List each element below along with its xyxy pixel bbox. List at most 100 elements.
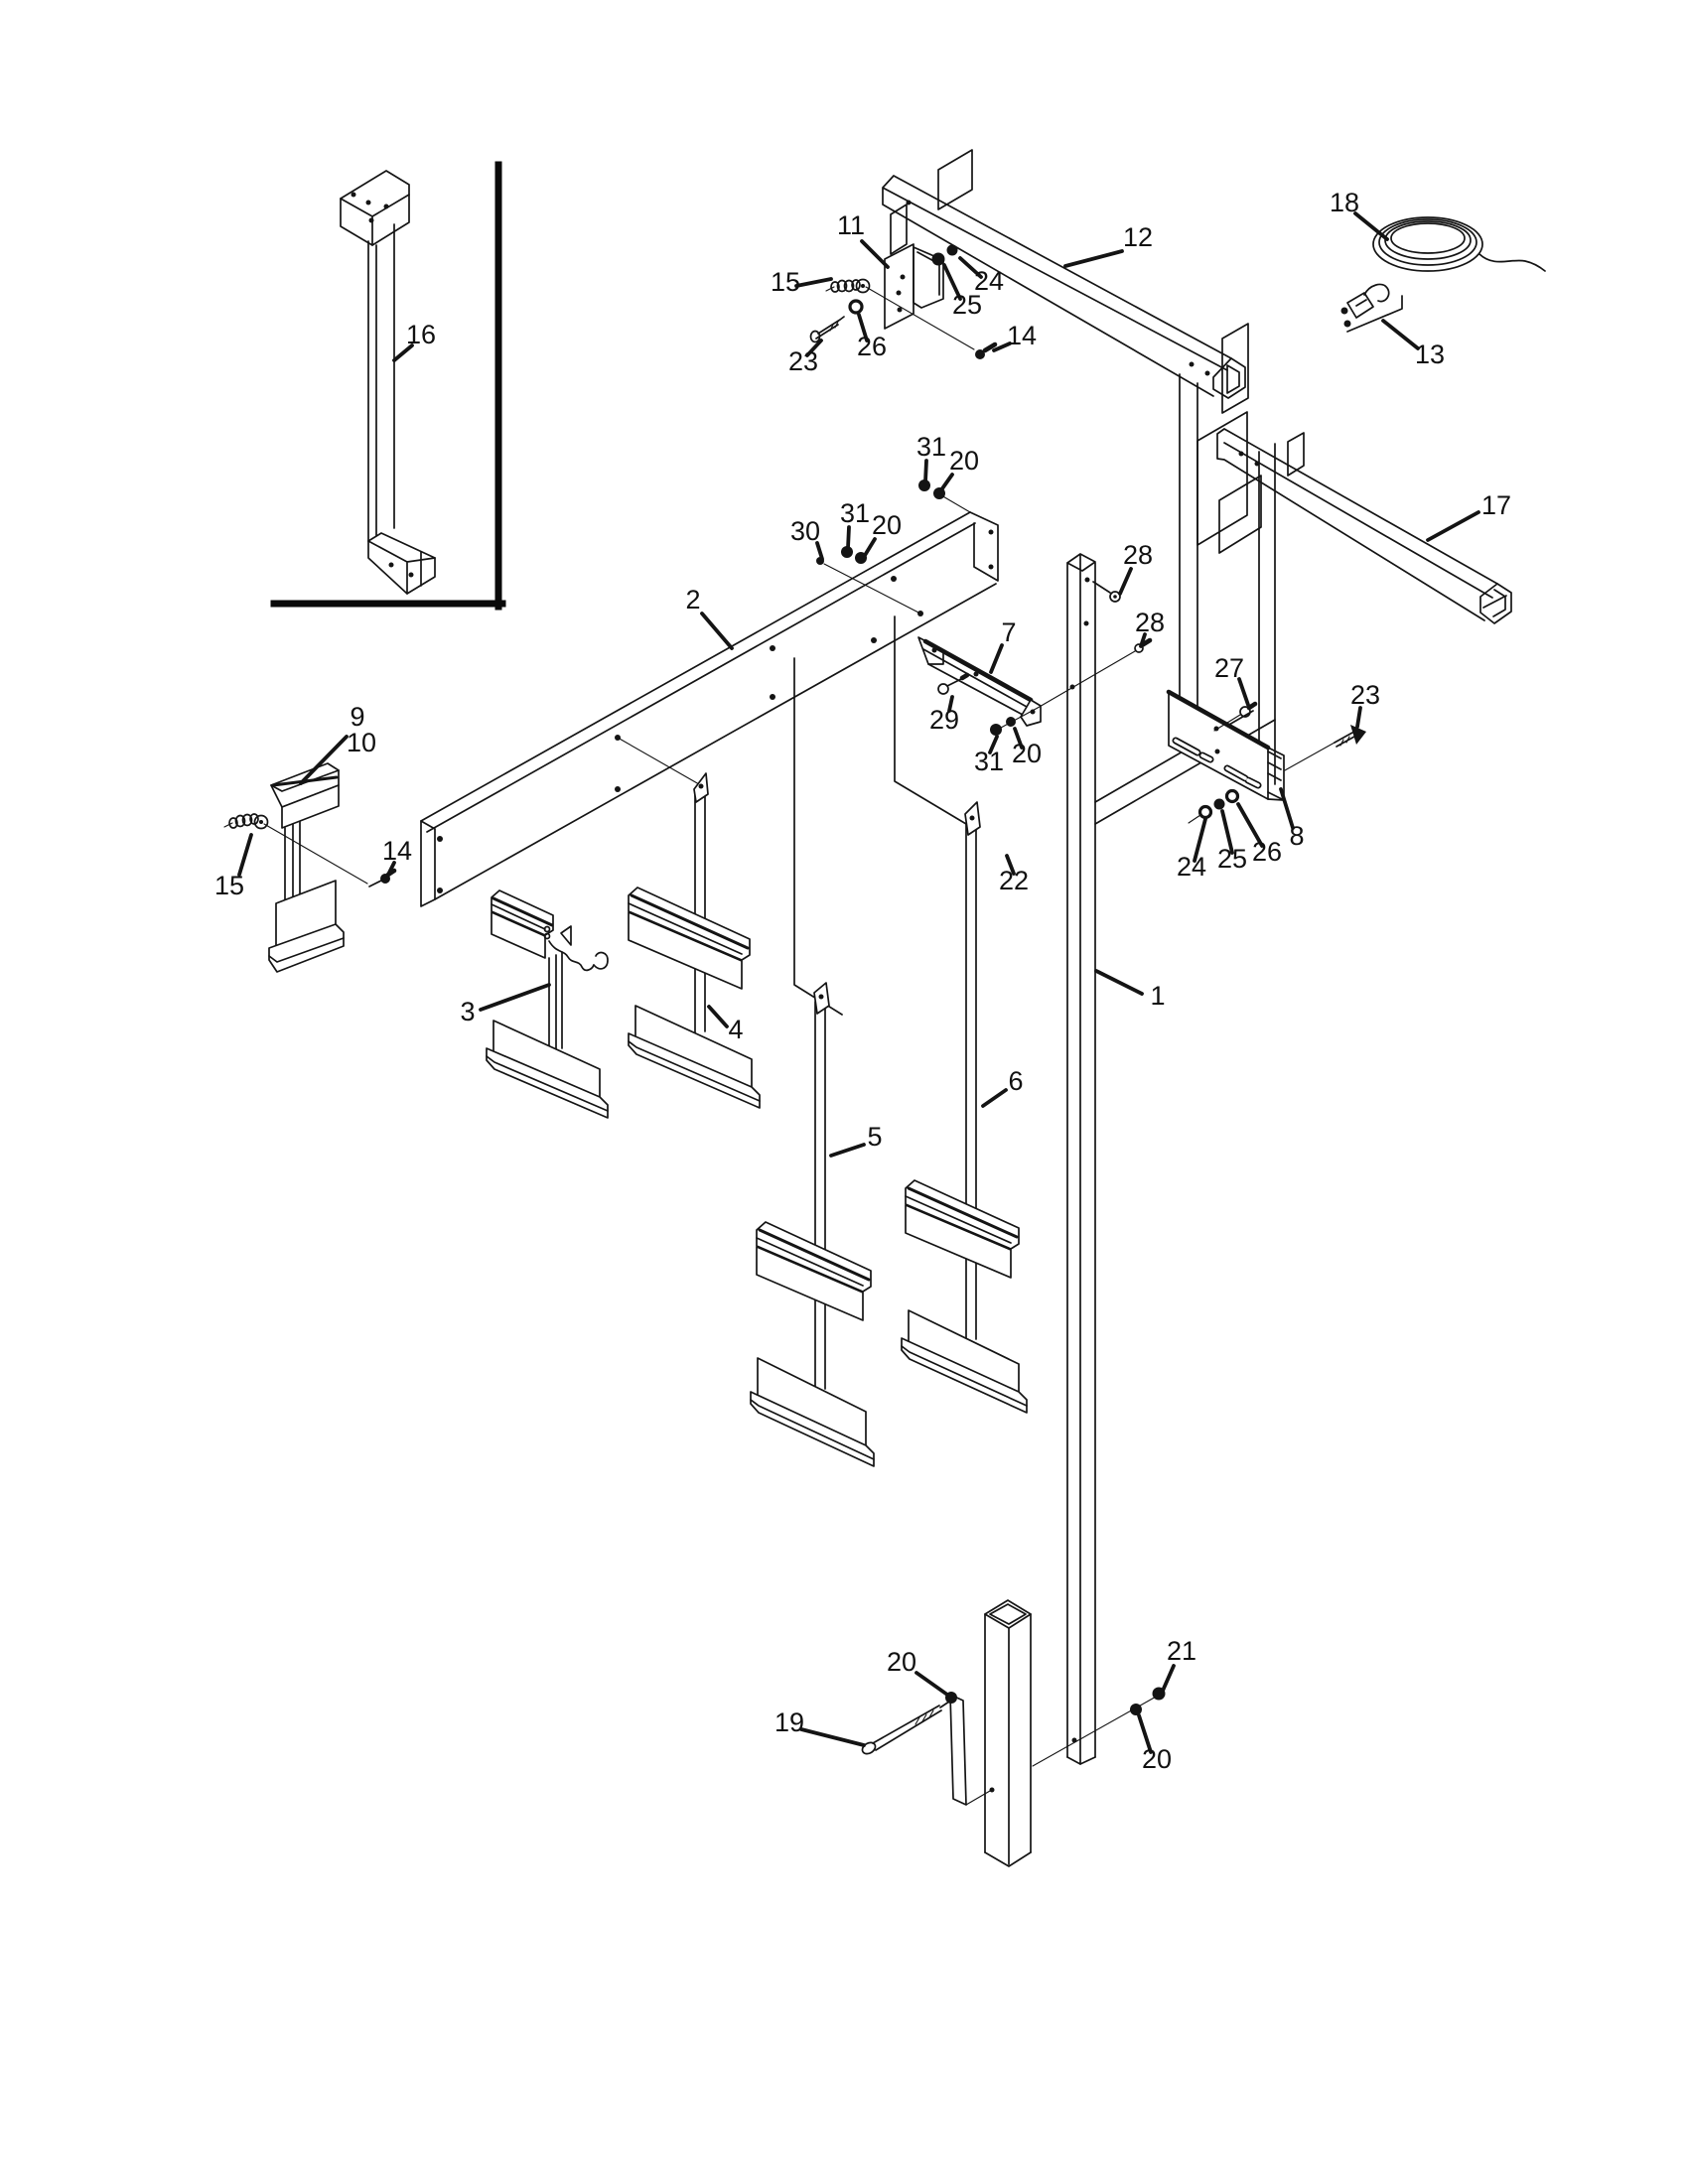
callout-leader-25 [942, 263, 962, 301]
callout-label-31: 31 [840, 498, 870, 528]
callout-leader-28 [1118, 567, 1133, 596]
bolt-24-top-icon [946, 244, 958, 256]
callout-label-24: 24 [974, 266, 1004, 296]
callout-label-10: 10 [347, 728, 376, 757]
screw-14-top-icon [865, 286, 998, 359]
callout-label-5: 5 [867, 1122, 882, 1152]
callout-leader-23 [1355, 706, 1362, 729]
bolts-31-20-mid-icon [990, 650, 1136, 736]
hanger-5 [750, 1221, 875, 1467]
post-1 [1066, 553, 1096, 1765]
callout-label-20: 20 [949, 446, 979, 476]
callout-leader-26 [857, 313, 869, 342]
callout-label-28: 28 [1123, 540, 1153, 570]
callout-label-14: 14 [382, 836, 412, 866]
callout-leader-20 [1013, 727, 1024, 750]
post-under-rail-12 [1179, 373, 1198, 738]
callout-label-16: 16 [406, 320, 436, 349]
callout-label-20: 20 [872, 510, 902, 540]
callout-leader-20 [1137, 1713, 1153, 1754]
callout-leader-19 [799, 1727, 866, 1747]
callout-label-18: 18 [1330, 188, 1359, 217]
callout-label-1: 1 [1150, 981, 1165, 1011]
callout-label-14: 14 [1007, 321, 1037, 350]
callout-label-26: 26 [857, 332, 887, 361]
callout-leader-31 [988, 735, 999, 754]
callout-label-25: 25 [952, 290, 982, 320]
callout-leader-15 [237, 833, 253, 877]
callout-label-12: 12 [1123, 222, 1153, 252]
callout-leader-20 [938, 473, 954, 493]
callout-label-21: 21 [1167, 1636, 1196, 1666]
nut-26-top-icon [848, 299, 864, 315]
nuts-24-25-26-icon [1188, 788, 1240, 824]
callout-label-3: 3 [460, 997, 475, 1026]
coil-18-wire [1372, 216, 1546, 272]
callout-label-4: 4 [728, 1015, 743, 1044]
callout-label-2: 2 [685, 585, 700, 614]
callout-leader-6 [981, 1088, 1008, 1108]
callout-leader-20 [862, 537, 877, 559]
callout-leader-1 [1094, 969, 1144, 996]
callout-label-13: 13 [1415, 340, 1445, 369]
callout-leader-16 [392, 343, 414, 362]
callout-leader-25 [1220, 809, 1234, 855]
callout-label-11: 11 [837, 210, 865, 240]
callout-label-27: 27 [1214, 653, 1244, 683]
callout-leader-18 [1353, 211, 1389, 241]
callout-leader-5 [829, 1143, 866, 1158]
callout-label-23: 23 [1350, 680, 1380, 710]
callout-leader-30 [815, 541, 824, 561]
inset-box-border [270, 161, 506, 611]
rail-12 [882, 175, 1246, 399]
callout-label-19: 19 [774, 1707, 804, 1737]
spring-screw-15-top-icon [825, 278, 871, 294]
bracket-8 [1166, 689, 1285, 801]
callout-leader-13 [1381, 319, 1420, 350]
callout-label-6: 6 [1008, 1066, 1023, 1096]
callout-leader-20 [914, 1671, 949, 1697]
callout-label-22: 22 [999, 866, 1029, 895]
callout-label-26: 26 [1252, 837, 1282, 867]
callout-label-23: 23 [788, 346, 818, 376]
callout-leader-23 [805, 339, 823, 357]
hanger-6 [901, 1179, 1028, 1414]
callout-leader-14 [992, 341, 1012, 352]
callout-label-17: 17 [1481, 490, 1511, 520]
clamp-13 [1340, 283, 1403, 333]
bolt-19-icon [861, 1701, 950, 1755]
callout-label-20: 20 [887, 1647, 916, 1677]
callout-label-31: 31 [916, 432, 946, 462]
screw-29-icon [937, 672, 970, 695]
callout-leader-31 [846, 525, 851, 550]
hanger-3 [486, 889, 609, 1119]
plates-behind-rail-17 [1196, 411, 1305, 554]
callout-label-24: 24 [1177, 852, 1206, 882]
callout-leader-28 [1139, 632, 1147, 648]
callout-label-9: 9 [350, 702, 364, 732]
callout-label-25: 25 [1217, 844, 1247, 874]
callout-leader-7 [989, 643, 1004, 674]
callout-leader-2 [700, 612, 734, 650]
callout-leader-10 [299, 735, 349, 785]
flat-bar-bottom [949, 1694, 991, 1806]
callout-leader-26 [1236, 802, 1264, 848]
callout-leader-17 [1426, 510, 1480, 542]
callout-leader-12 [1063, 249, 1124, 268]
callout-leader-27 [1237, 677, 1250, 707]
wall-plates-top [890, 149, 1249, 414]
callout-leader-29 [947, 695, 954, 713]
part-16-wall-bar [340, 170, 436, 595]
callout-leader-3 [479, 983, 551, 1012]
screw-27-icon [1213, 701, 1258, 732]
callout-leader-4 [707, 1005, 729, 1028]
spring-screw-15-left-icon [223, 813, 269, 830]
bolts-20-21-bottom-right-icon [1032, 1687, 1166, 1767]
callout-label-31: 31 [974, 747, 1004, 776]
callout-leader-22 [1005, 854, 1016, 876]
callout-label-28: 28 [1135, 608, 1165, 637]
hanger-4 [628, 887, 761, 1109]
callout-leader-11 [860, 239, 890, 269]
